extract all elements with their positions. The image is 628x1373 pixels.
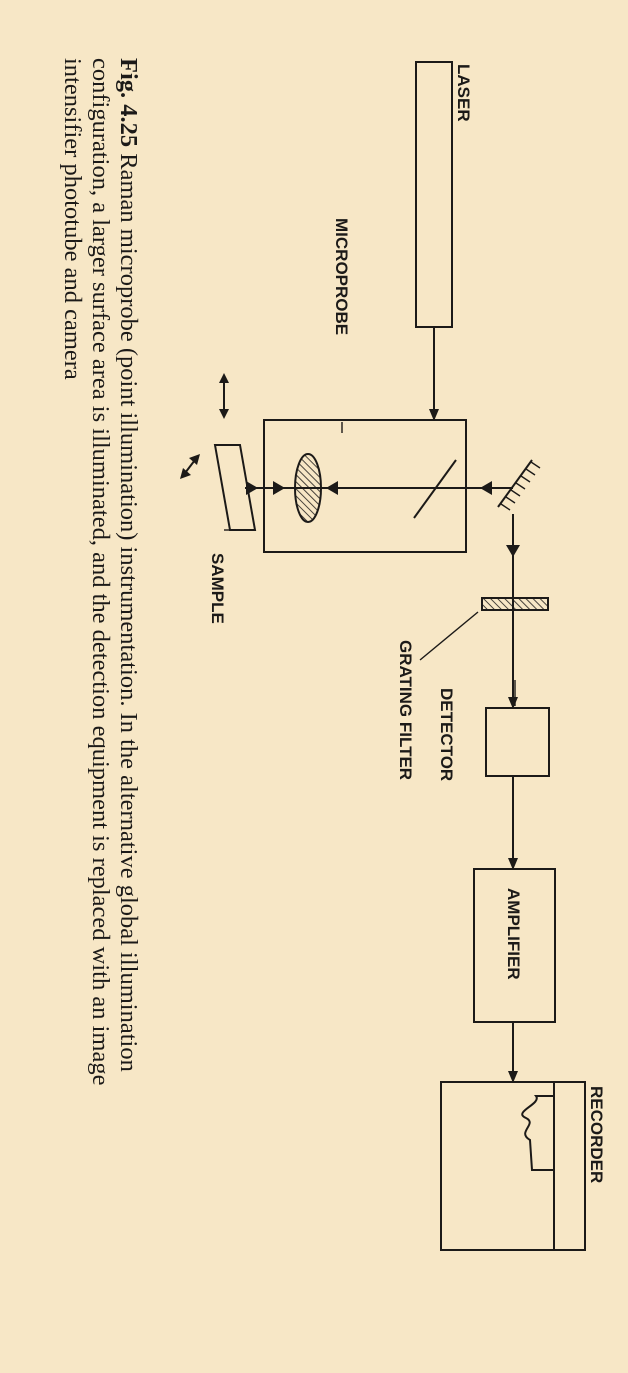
stage-arrow-h-a bbox=[219, 373, 229, 383]
stage-arrow-d-b bbox=[180, 468, 191, 479]
figure-caption: Fig. 4.25 Raman microprobe (point illumi… bbox=[58, 58, 142, 1138]
amplifier-box bbox=[473, 868, 556, 1023]
grating-filter bbox=[481, 597, 549, 611]
figure-number: Fig. 4.25 bbox=[115, 58, 142, 148]
path-arrow-grating bbox=[506, 545, 520, 557]
axis-arrow-2 bbox=[273, 481, 285, 495]
recorder-label: RECORDER bbox=[587, 1086, 606, 1183]
objective-lens bbox=[294, 453, 322, 523]
grating-filter-leader bbox=[419, 611, 479, 661]
axis-arrow-1 bbox=[326, 481, 338, 495]
laser-tube bbox=[415, 61, 453, 328]
stage-arrow-h-b bbox=[219, 409, 229, 419]
detector-box bbox=[485, 707, 550, 777]
microprobe-label: MICROPROBE bbox=[332, 218, 351, 335]
sample-label: SAMPLE bbox=[208, 553, 227, 624]
microprobe-housing bbox=[263, 419, 467, 553]
recorder-trace bbox=[521, 1095, 554, 1171]
mirror-hatching bbox=[500, 461, 541, 511]
stage-arrow-d-a bbox=[189, 454, 200, 465]
grating-filter-label: GRATING FILTER bbox=[396, 640, 415, 780]
laser-label: LASER bbox=[454, 64, 473, 122]
detector-label: DETECTOR bbox=[437, 688, 456, 781]
axis-arrow-4 bbox=[480, 481, 492, 495]
caption-text: Raman microprobe (point illumination) in… bbox=[59, 58, 142, 1086]
amplifier-label: AMPLIFIER bbox=[504, 888, 523, 980]
mirror bbox=[497, 459, 533, 508]
recorder-box bbox=[440, 1081, 586, 1251]
